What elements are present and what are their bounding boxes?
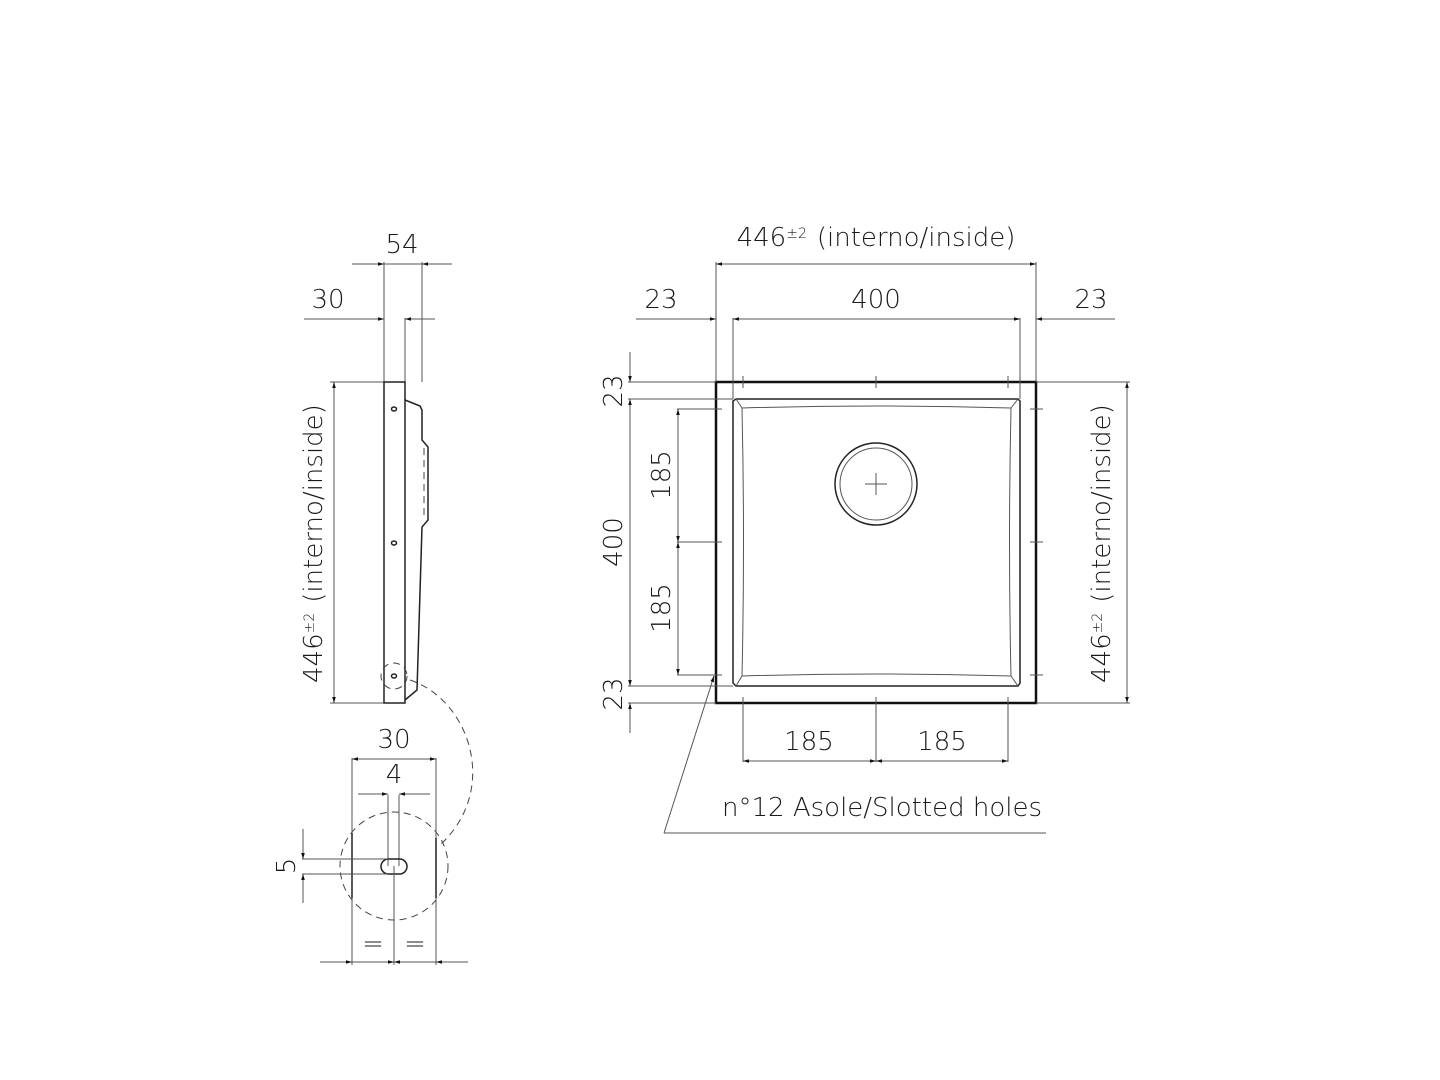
dim-hole-spacing-v1: 185 [647, 450, 677, 500]
slot-detail: 30 4 5 = = [272, 725, 468, 965]
corner-line [735, 675, 743, 687]
dim-side-width-flange: 30 [311, 285, 344, 315]
dim-top-overall: 446±2(interno/inside) [737, 223, 1016, 253]
dim-left-margin: 23 [644, 285, 677, 315]
sink-bowl-edge [732, 398, 1021, 687]
slot-hole [390, 406, 398, 412]
dim-side-width-total: 54 [385, 230, 418, 260]
corner-line [735, 398, 743, 409]
drain-outer [834, 442, 918, 526]
dim-top-margin: 23 [599, 374, 629, 407]
basin-profile [404, 399, 429, 701]
detail-leader [409, 679, 474, 846]
dim-slot-width: 4 [386, 760, 403, 790]
corner-line [1010, 675, 1019, 687]
drain-inner [839, 447, 913, 521]
dim-inner-width: 400 [851, 285, 901, 315]
callout-slotted-holes: n°12 Asole/Slotted holes [722, 793, 1042, 823]
top-view: 446±2(interno/inside) 23 400 23 23 400 2… [599, 223, 1130, 834]
dim-side-height: 446±2(interno/inside) [299, 404, 329, 683]
dim-hole-spacing-h1: 185 [784, 727, 834, 757]
callout-leader [663, 675, 715, 834]
sink-outer-edge [714, 380, 1038, 705]
dim-slot-height: 5 [272, 858, 302, 875]
dim-hole-spacing-h2: 185 [917, 727, 967, 757]
slot-hole [390, 540, 398, 546]
sink-bowl-inner [741, 405, 1012, 677]
dim-right-overall: 446±2(interno/inside) [1087, 404, 1117, 683]
slot-hole [390, 673, 398, 679]
equal-sign-left: = [362, 929, 384, 959]
dim-right-margin: 23 [1074, 285, 1107, 315]
dim-bottom-margin: 23 [599, 677, 629, 710]
side-view: 54 30 446±2(interno/inside) [299, 230, 474, 846]
corner-line [1010, 398, 1019, 409]
dim-detail-width: 30 [377, 725, 410, 755]
dim-hole-spacing-v2: 185 [647, 583, 677, 633]
dim-inner-height: 400 [599, 517, 629, 567]
detail-marker [380, 662, 408, 690]
equal-sign-right: = [404, 929, 426, 959]
slot-ticks [710, 376, 1043, 710]
flange-profile [383, 381, 406, 704]
